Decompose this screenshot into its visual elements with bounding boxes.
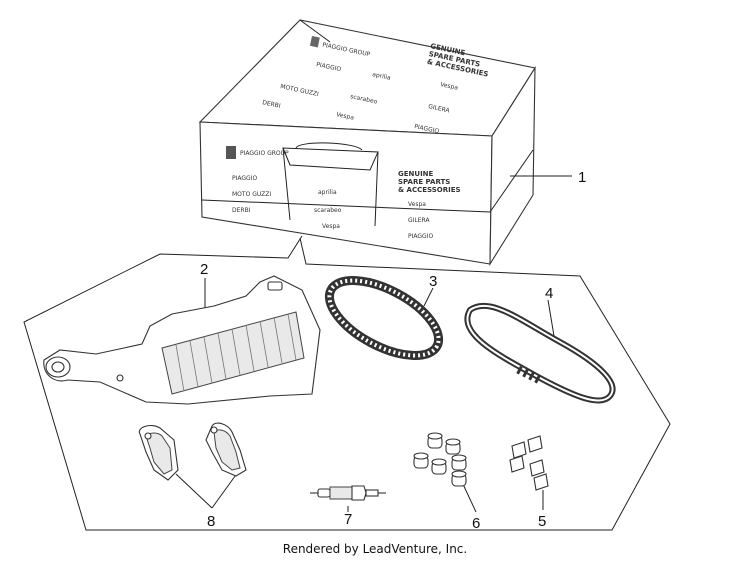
kit-box-front-title: GENUINE SPARE PARTS & ACCESSORIES <box>398 170 461 194</box>
svg-text:DERBI: DERBI <box>232 207 251 214</box>
callout-7: 7 <box>344 511 352 528</box>
drive-belt[interactable] <box>318 265 450 371</box>
callout-8: 8 <box>207 513 215 530</box>
spark-plug[interactable] <box>310 485 386 501</box>
callout-6: 6 <box>472 515 480 532</box>
svg-text:Vespa: Vespa <box>336 111 355 122</box>
svg-text:DERBI: DERBI <box>262 99 282 110</box>
svg-text:PIAGGIO: PIAGGIO <box>408 233 433 240</box>
callout-2: 2 <box>200 261 208 278</box>
svg-text:aprilia: aprilia <box>372 71 392 82</box>
leader-lines <box>175 175 572 513</box>
svg-text:aprilia: aprilia <box>318 189 337 196</box>
kit-box[interactable]: PIAGGIO GROUP GENUINE SPARE PARTS & ACCE… <box>198 19 536 266</box>
roller-weights[interactable] <box>413 432 467 487</box>
svg-text:MOTO GUZZI: MOTO GUZZI <box>232 191 271 198</box>
svg-text:PIAGGIO: PIAGGIO <box>232 175 257 182</box>
svg-text:Vespa: Vespa <box>322 223 340 230</box>
callout-3: 3 <box>429 273 437 290</box>
callout-1: 1 <box>578 169 586 186</box>
callout-4: 4 <box>545 285 553 302</box>
svg-text:scarabeo: scarabeo <box>314 207 342 214</box>
variator-sliders[interactable] <box>509 435 549 491</box>
callout-5: 5 <box>538 513 546 530</box>
kit-box-front-brand: PIAGGIO GROUP <box>226 146 289 159</box>
variator-belt[interactable] <box>464 302 616 404</box>
kit-box-front-logos: PIAGGIO MOTO GUZZI DERBI aprilia scarabe… <box>232 175 433 240</box>
air-filter-housing[interactable] <box>43 275 321 405</box>
svg-text:GENUINE: GENUINE <box>398 170 434 178</box>
svg-text:PIAGGIO GROUP: PIAGGIO GROUP <box>240 150 289 157</box>
callout-labels: 1 2 3 4 5 6 7 8 <box>200 169 586 532</box>
svg-text:GILERA: GILERA <box>428 103 451 115</box>
kit-enclosure <box>23 235 671 531</box>
svg-text:& ACCESSORIES: & ACCESSORIES <box>398 186 461 194</box>
svg-text:GILERA: GILERA <box>408 217 430 224</box>
svg-text:Vespa: Vespa <box>408 201 426 208</box>
brake-pads[interactable] <box>138 422 247 481</box>
svg-text:Vespa: Vespa <box>440 81 459 92</box>
svg-text:SPARE PARTS: SPARE PARTS <box>398 178 450 186</box>
footer-credit: Rendered by LeadVenture, Inc. <box>282 542 468 556</box>
